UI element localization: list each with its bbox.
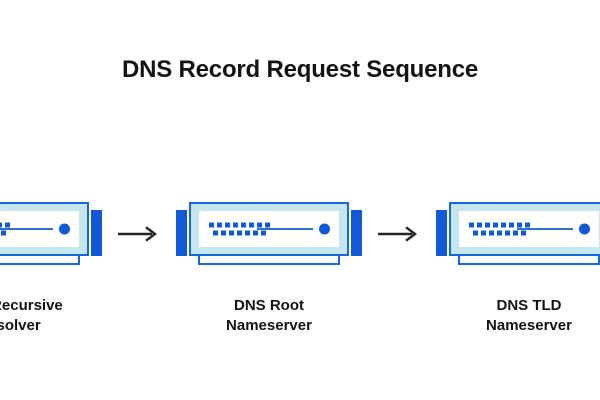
server-icon (0, 196, 102, 272)
sequence-node-label: DNS TLD Nameserver (486, 297, 572, 334)
server-tab-left-icon (436, 210, 447, 256)
server-vents-icon (0, 222, 10, 236)
sequence-node-dns-root-nameserver[interactable]: DNS Root Nameserver (164, 196, 374, 336)
vent-row (469, 222, 530, 228)
sequence-node-dns-tld-nameserver[interactable]: DNS TLD Nameserver (424, 196, 600, 336)
server-vents-icon (209, 222, 270, 236)
vent-row (473, 230, 530, 236)
server-status-line-icon (0, 228, 53, 230)
server-chassis-icon (189, 202, 349, 256)
server-status-line-icon (257, 228, 313, 230)
sequence-node-label: DNS Recursive Resolver (0, 297, 63, 334)
vent-row (209, 222, 270, 228)
vent-row (0, 230, 10, 236)
server-tab-left-icon (176, 210, 187, 256)
server-vents-icon (469, 222, 530, 236)
page-title: DNS Record Request Sequence (121, 56, 479, 83)
server-chassis-icon (0, 202, 89, 256)
arrow-right-icon (374, 196, 424, 272)
sequence-node-label: DNS Root Nameserver (226, 297, 312, 334)
server-icon (176, 196, 362, 272)
vent-row (0, 222, 10, 228)
sequence-node-dns-recursive-resolver[interactable]: DNS Recursive Resolver (0, 196, 114, 336)
server-status-led-icon (59, 223, 70, 235)
server-status-led-icon (579, 223, 590, 235)
server-tab-right-icon (91, 210, 102, 256)
server-icon (436, 196, 600, 272)
server-chassis-icon (449, 202, 600, 256)
server-panel (459, 211, 599, 247)
server-tab-right-icon (351, 210, 362, 256)
arrow-right-icon (114, 196, 164, 272)
server-status-led-icon (319, 223, 330, 235)
vent-row (213, 230, 270, 236)
server-status-line-icon (517, 228, 573, 230)
server-panel (199, 211, 339, 247)
dns-sequence-row: DNS Recursive Resolver (0, 196, 600, 346)
server-panel (0, 211, 79, 247)
